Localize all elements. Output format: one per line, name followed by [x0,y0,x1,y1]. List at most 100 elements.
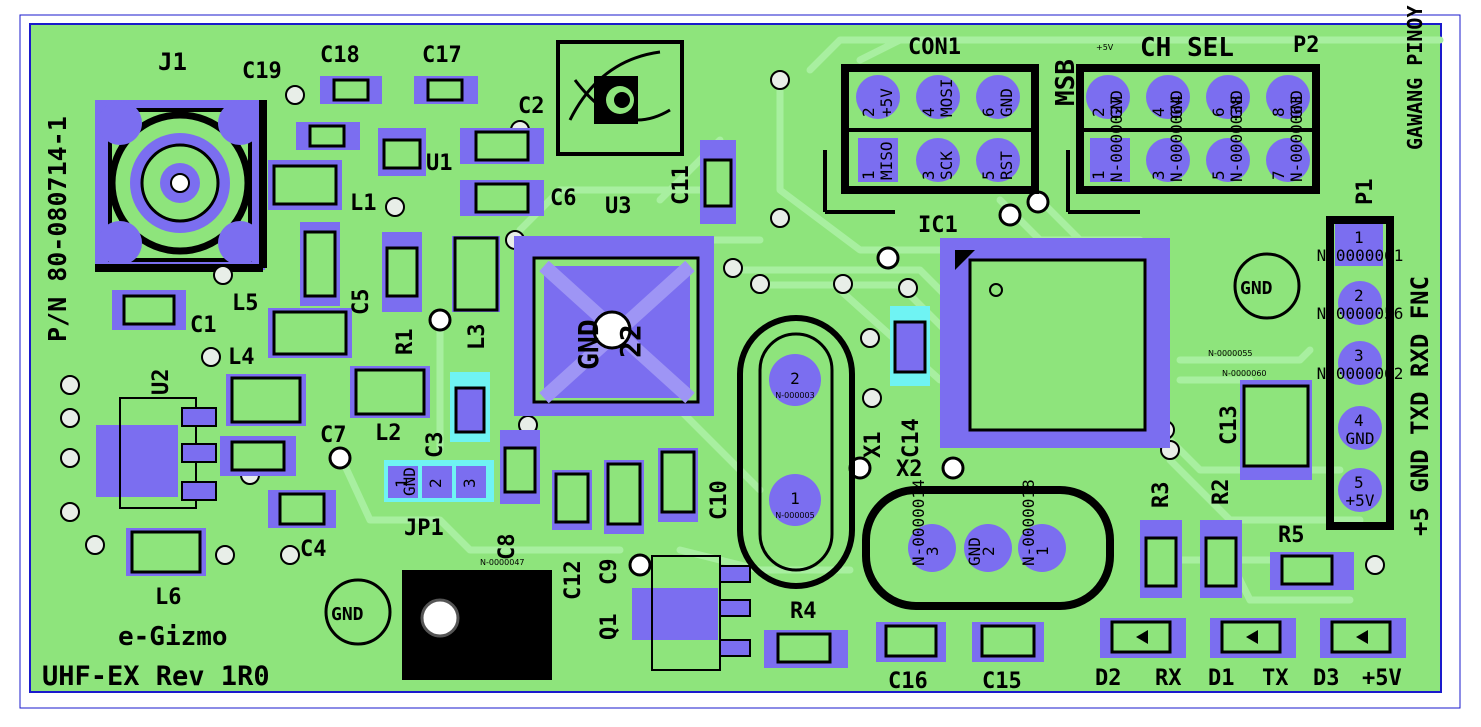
jp1-pin-number: 3 [460,478,479,488]
p2-pin-signal: GND [1227,90,1246,119]
label-r1: R1 [393,329,418,356]
label-u1: U1 [426,151,453,176]
label-p2: P2 [1293,33,1320,58]
logo [556,40,684,156]
label-d1: D1 [1208,666,1235,691]
con1-pin-number: 6 [979,107,998,117]
label-ch-sel: CH SEL [1140,33,1234,63]
con1-header [823,64,1039,214]
smd-parts [112,76,1406,668]
x2-pin-signal: N-0000018 [1019,479,1038,566]
p2-pin-number: 4 [1149,107,1168,117]
label-jp1: JP1 [404,516,444,541]
label-r5: R5 [1278,523,1305,548]
x1-pin-number: 2 [790,369,800,388]
jp1-pin-number: 1 [392,478,411,488]
p2-pin-signal: GND [1107,90,1126,119]
x2-pin-number: 1 [1033,546,1052,556]
label-l2: L2 [375,421,402,446]
x2-pin-signal: GND [965,537,984,566]
p2-pin-number: 7 [1269,170,1288,180]
p2-header [1066,64,1320,214]
label-c10: C10 [707,480,732,520]
con1-pin-number: 3 [919,170,938,180]
label-net-47: N-0000047 [480,558,525,567]
label-net-60: N-0000060 [1222,369,1267,378]
gnd-pad-bottom [324,578,392,646]
ic1-chip [940,238,1170,448]
label-c5: C5 [349,289,374,316]
label-num22: 22 [614,324,647,358]
label-gnd-center: GND [572,319,605,370]
p2-pin-number: 2 [1089,107,1108,117]
label-l6: L6 [155,585,182,610]
label-side-function: +5 GND TXD RXD FNC [1406,276,1434,536]
label-c16: C16 [888,669,928,694]
p1-pin-signal: N-0000062 [1317,364,1404,383]
p2-pin-signal: GND [1287,90,1306,119]
label-gnd-right: GND [1240,278,1273,299]
p2-pin-number: 1 [1089,170,1108,180]
part-number: P/N 80-080714-1 [43,116,72,342]
label-c9: C9 [597,559,622,586]
p2-pin-signal: N-0000038 [1227,95,1246,182]
p1-pin-number: 2 [1354,286,1364,305]
p2-pin-number: 8 [1269,107,1288,117]
con1-pin-signal: MOSI [937,78,956,117]
label-net-55: N-0000055 [1208,349,1253,358]
p2-pin-signal: GND [1167,90,1186,119]
diode-marks [1136,630,1368,644]
brand-label: e-Gizmo [118,622,228,652]
label-d2: D2 [1095,666,1122,691]
label-l1: L1 [350,191,377,216]
label-r4: R4 [790,599,817,624]
label-c4: C4 [300,537,327,562]
p1-pin-number: 5 [1354,473,1364,492]
p1-pin-signal: N-0000056 [1317,304,1404,323]
label-c17: C17 [422,43,462,68]
label-c14: C14 [899,418,924,458]
label-c15: C15 [982,669,1022,694]
p2-pin-number: 6 [1209,107,1228,117]
p1-pin-number: 4 [1354,411,1364,430]
con1-pin-signal: +5V [877,88,896,117]
label-j1: J1 [158,48,187,76]
p1-pin-number: 1 [1354,228,1364,247]
silkscreen-labels: P/N 80-080714-1 e-Gizmo UHF-EX Rev 1R0 G… [42,6,1434,695]
label-c2: C2 [518,94,545,119]
p2-pin-signal: N-0000064 [1167,95,1186,182]
x2-resonator [862,486,1114,610]
p1-pin-signal: +5V [1346,491,1375,510]
label-c8: C8 [495,534,520,561]
jp1-pin-signal: GND [400,467,419,496]
label-d3: D3 [1313,666,1340,691]
label-x1: X1 [861,432,886,459]
con1-pin-signal: MISO [877,141,896,180]
label-c3: C3 [423,432,448,459]
con1-pin-number: 4 [919,107,938,117]
black-pad-hole [420,598,460,638]
u2-regulator [96,397,217,509]
revision-label: UHF-EX Rev 1R0 [42,661,270,692]
label-plus5v-top: +5V [1096,43,1114,52]
x1-pin-signal: N-000003 [775,391,814,400]
label-x2: X2 [896,457,923,482]
label-c1: C1 [190,313,217,338]
p1-header [1326,216,1394,530]
label-tx: TX [1262,666,1289,691]
con1-pin-signal: GND [997,88,1016,117]
x2-pin-number: 2 [979,546,998,556]
con1-pin-number: 2 [859,107,878,117]
label-c11: C11 [669,165,694,205]
x2-pin-signal: N-0000014 [909,479,928,566]
u3-chip [514,236,714,416]
label-r3: R3 [1149,482,1174,509]
label-con1: CON1 [908,35,961,60]
label-c12: C12 [561,560,586,600]
label-ic1: IC1 [918,213,958,238]
con1-pin-signal: SCK [937,151,956,180]
con1-pin-signal: RST [997,151,1016,180]
label-q1: Q1 [597,614,622,641]
